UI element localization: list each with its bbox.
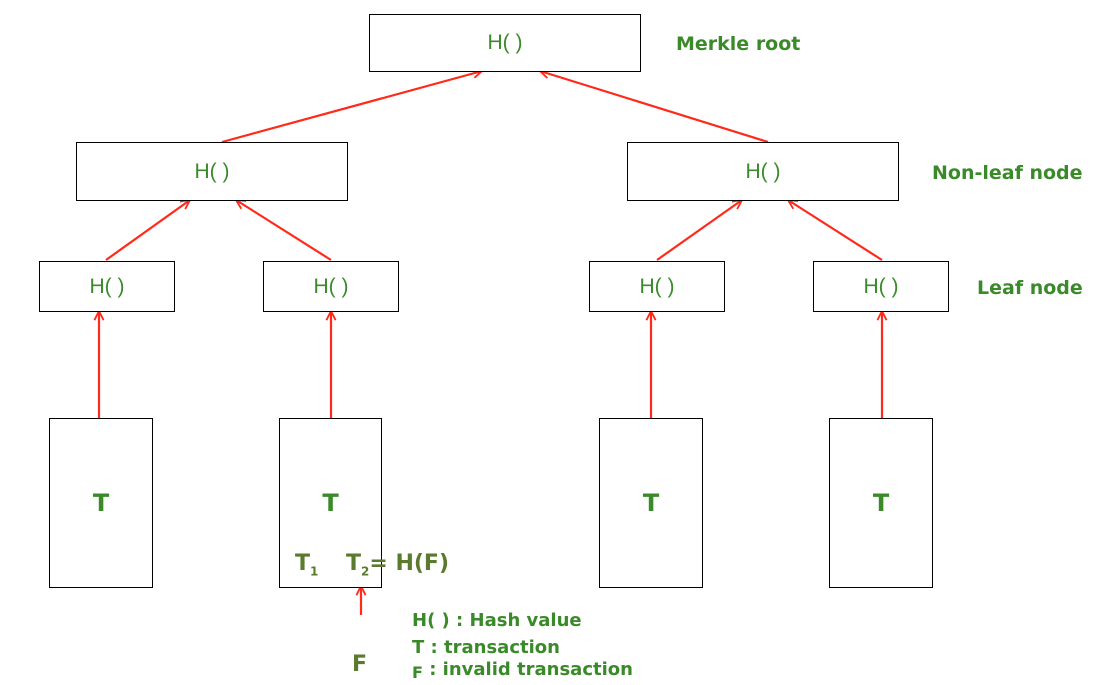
sub-transaction-t1: T1 — [295, 551, 318, 578]
t2-subscript: 2 — [361, 564, 370, 579]
sub-transaction-t2: T2= H(F) — [346, 551, 449, 578]
non-leaf-node-right: H( ) — [627, 142, 899, 201]
edge-leaf4-to-right — [788, 200, 883, 261]
non-leaf-node-label: Non-leaf node — [932, 162, 1083, 184]
t2-base: T — [346, 551, 362, 576]
root-hash-text: H( ) — [487, 31, 523, 54]
legend-hash-value: H( ) : Hash value — [412, 610, 582, 631]
legend-invalid-prefix: F — [412, 663, 423, 682]
transaction-box-4: T — [829, 418, 933, 588]
edge-leaf2-to-left — [236, 200, 332, 261]
transaction-3-text: T — [642, 489, 660, 517]
leaf-node-3: H( ) — [589, 261, 725, 312]
leaf-node-label: Leaf node — [977, 277, 1083, 299]
leaf-node-4: H( ) — [813, 261, 949, 312]
edge-right-to-root — [540, 71, 769, 144]
leaf-4-hash-text: H( ) — [863, 274, 899, 298]
transaction-1-text: T — [92, 489, 110, 517]
legend-invalid-text: : invalid transaction — [422, 659, 633, 680]
edge-leaf1-to-left — [105, 200, 190, 261]
t1-base: T — [295, 551, 311, 576]
edge-left-to-root — [221, 71, 482, 144]
transaction-box-2: T — [279, 418, 382, 588]
merkle-root-label: Merkle root — [676, 33, 801, 55]
leaf-node-2: H( ) — [263, 261, 399, 312]
leaf-3-hash-text: H( ) — [639, 274, 675, 298]
transaction-box-3: T — [599, 418, 703, 588]
leaf-2-hash-text: H( ) — [313, 274, 349, 298]
t2-equals-hash-f: = H(F) — [369, 551, 450, 576]
leaf-1-hash-text: H( ) — [89, 274, 125, 298]
non-leaf-node-left: H( ) — [76, 142, 348, 201]
transaction-4-text: T — [872, 489, 890, 517]
edge-leaf3-to-right — [656, 200, 742, 261]
non-leaf-left-hash-text: H( ) — [194, 159, 230, 183]
t1-subscript: 1 — [310, 564, 319, 579]
non-leaf-right-hash-text: H( ) — [745, 159, 781, 183]
legend-transaction: T : transaction — [412, 637, 560, 658]
transaction-box-1: T — [49, 418, 153, 588]
merkle-root-node: H( ) — [369, 14, 641, 72]
leaf-node-1: H( ) — [39, 261, 175, 312]
transaction-2-text: T — [322, 489, 339, 517]
legend-invalid-transaction: F : invalid transaction — [412, 659, 633, 682]
invalid-transaction-f: F — [352, 652, 368, 677]
